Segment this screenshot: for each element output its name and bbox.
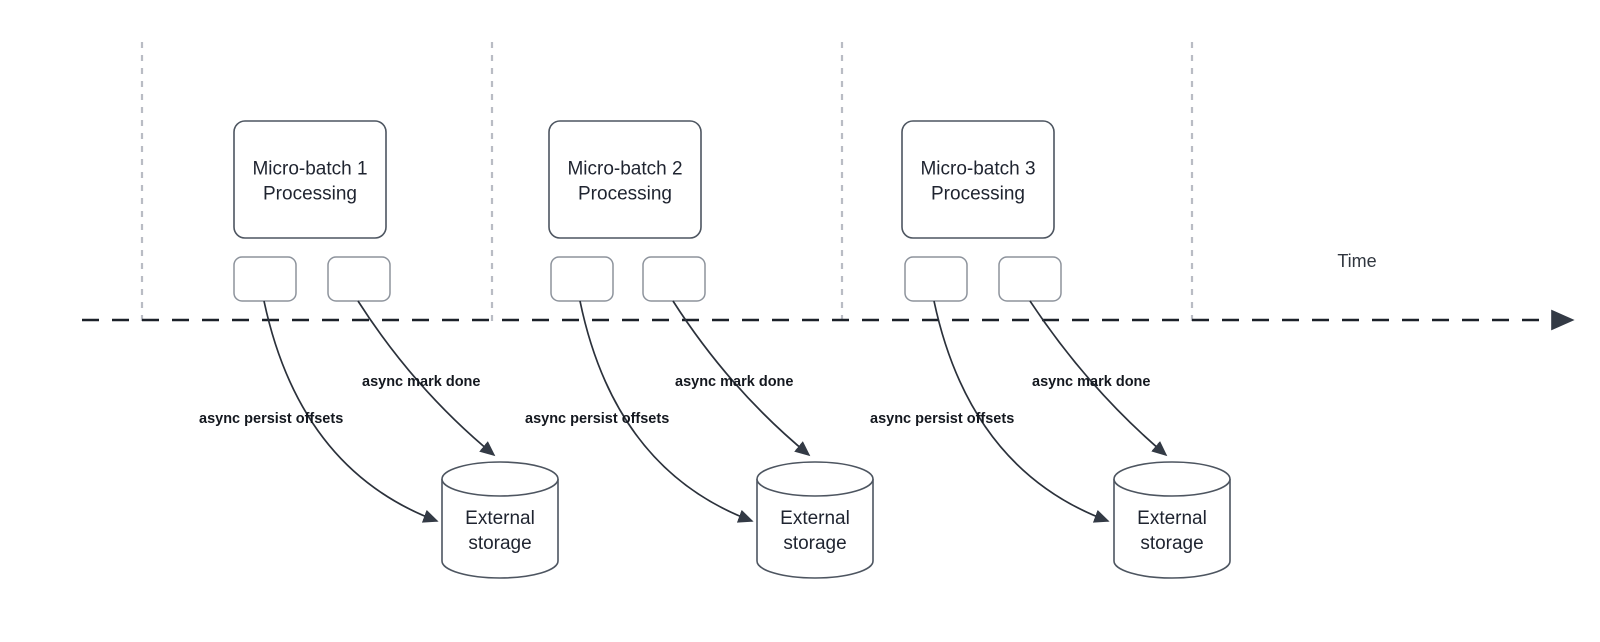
timeline-axis: Time	[82, 251, 1575, 331]
external-storage-3-body[interactable]	[1113, 479, 1231, 579]
micro-batch-2-label-line1: Micro-batch 2	[567, 159, 682, 180]
async-persist-offsets-edge	[263, 300, 439, 523]
timeline-axis-label: Time	[1337, 251, 1376, 271]
batch-group-3: Micro-batch 3 Processing async persist off…	[870, 120, 1231, 579]
task-box-1b[interactable]	[327, 256, 391, 302]
external-storage-3-label-line1: External	[1137, 508, 1207, 529]
external-storage-2-top	[756, 461, 874, 497]
micro-batch-1-label-line1: Micro-batch 1	[252, 159, 367, 180]
async-mark-done-edge-label: async mark done	[362, 374, 480, 390]
micro-batch-1-box[interactable]	[233, 120, 387, 239]
async-mark-done-edge	[1029, 300, 1168, 457]
batch-group-1: Micro-batch 1 Processing async persist off…	[199, 120, 559, 579]
micro-batch-2-box[interactable]	[548, 120, 702, 239]
task-box-2a[interactable]	[550, 256, 614, 302]
task-box-3b[interactable]	[998, 256, 1062, 302]
external-storage-1-body[interactable]	[441, 479, 559, 579]
batch-group-2: Micro-batch 2 Processing async persist off…	[525, 120, 874, 579]
async-persist-offsets-edge-label: async persist offsets	[525, 411, 669, 427]
external-storage-1-label-line2: storage	[468, 533, 531, 554]
external-storage-2-label-line1: External	[780, 508, 850, 529]
async-mark-done-edge-label: async mark done	[675, 374, 793, 390]
micro-batch-3-label-line2: Processing	[931, 184, 1025, 205]
async-mark-done-edge	[357, 300, 496, 457]
async-persist-offsets-edge-label: async persist offsets	[870, 411, 1014, 427]
task-box-2b[interactable]	[642, 256, 706, 302]
async-persist-offsets-edge	[933, 300, 1110, 523]
external-storage-3-label-line2: storage	[1140, 533, 1203, 554]
async-persist-offsets-edge-label: async persist offsets	[199, 411, 343, 427]
micro-batch-3-box[interactable]	[901, 120, 1055, 239]
batches-group: Micro-batch 1 Processing async persist off…	[199, 120, 1231, 579]
async-persist-offsets-edge	[579, 300, 754, 523]
external-storage-3-top	[1113, 461, 1231, 497]
async-mark-done-edge	[672, 300, 811, 457]
task-box-3a[interactable]	[904, 256, 968, 302]
external-storage-2-label-line2: storage	[783, 533, 846, 554]
task-box-1a[interactable]	[233, 256, 297, 302]
micro-batch-1-label-line2: Processing	[263, 184, 357, 205]
micro-batch-2-label-line2: Processing	[578, 184, 672, 205]
external-storage-1-top	[441, 461, 559, 497]
external-storage-2-body[interactable]	[756, 479, 874, 579]
micro-batch-3-label-line1: Micro-batch 3	[920, 159, 1035, 180]
async-mark-done-edge-label: async mark done	[1032, 374, 1150, 390]
external-storage-1-label-line1: External	[465, 508, 535, 529]
